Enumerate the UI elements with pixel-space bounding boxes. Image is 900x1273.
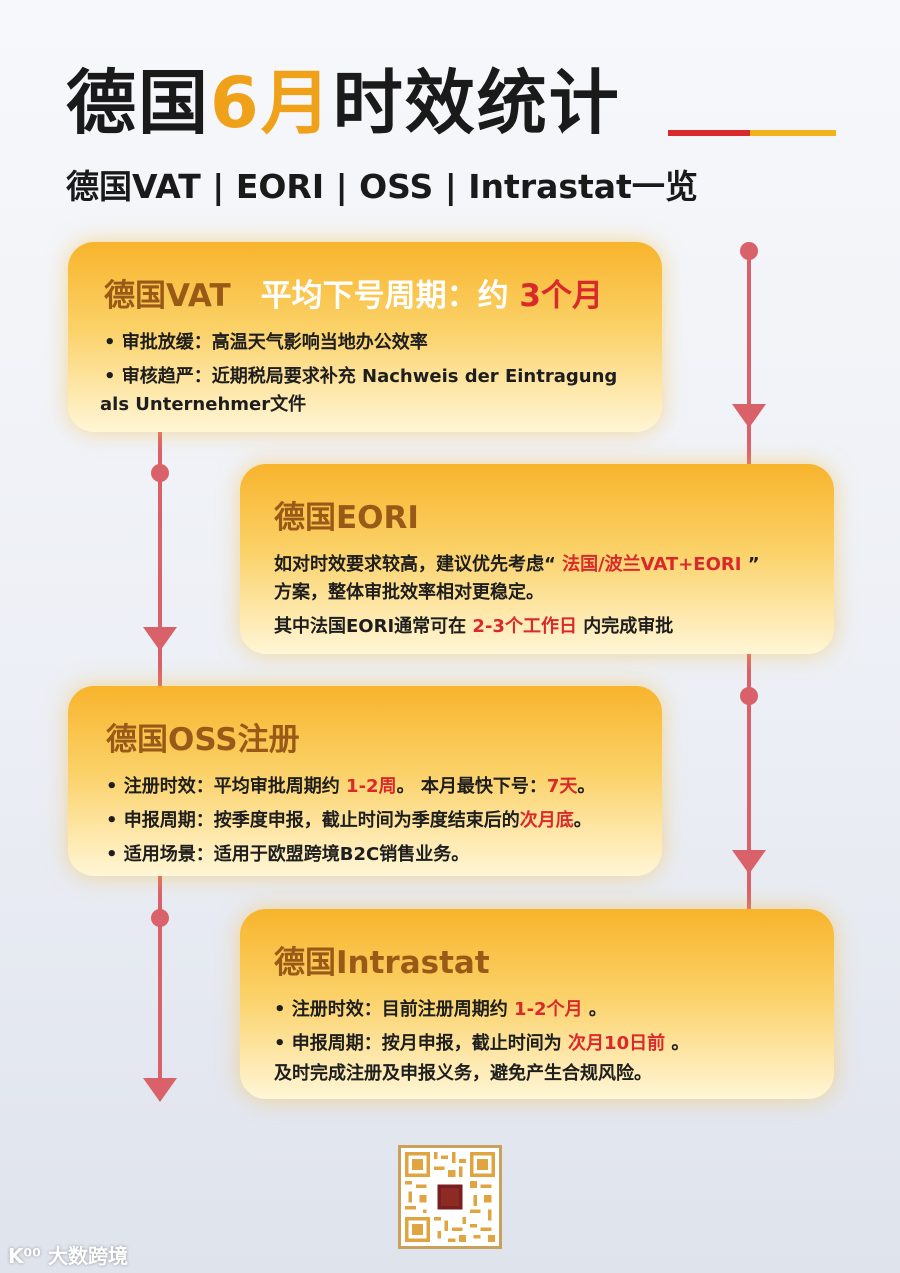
card-eori-line-1-text: 如对时效要求较高，建议优先考虑“ [274,554,563,575]
card-eori: 德国EORI 如对时效要求较高，建议优先考虑“ 法国/波兰VAT+EORI ” … [240,464,834,654]
timeline-left-segment-2 [158,872,162,1082]
title-part1: 德国 [66,62,210,144]
timeline-left-arrow-1 [143,627,177,651]
timeline-right-arrow-2 [732,850,766,874]
card-intrastat-line-1-highlight: 1-2个月 [514,999,583,1020]
card-oss-line-1: • 注册时效：平均审批周期约 1-2周。 本月最快下号：7天。 [106,773,624,801]
timeline-left-segment-1 [158,430,162,690]
card-intrastat-line-2-text: • 申报周期：按月申报，截止时间为 [274,1033,569,1054]
card-intrastat-line-2-highlight: 次月10日前 [568,1033,666,1054]
card-oss-line-1-text: • 注册时效：平均审批周期约 [106,776,347,797]
card-oss-line-1-mid: 。 本月最快下号： [396,776,547,797]
timeline-right-segment-2 [747,650,751,912]
timeline-right-segment-1 [747,250,751,465]
card-vat-line-1: • 审批放缓：高温天气影响当地办公效率 [104,332,428,353]
card-intrastat-title: 德国Intrastat [274,945,490,981]
card-vat-title-row: 德国VAT 平均下号周期：约 3个月 [104,270,626,315]
timeline-left-dot-2 [151,909,169,927]
card-oss-title: 德国OSS注册 [106,722,300,758]
timeline-left-dot-1 [151,464,169,482]
title-underline-yellow [750,130,836,136]
title-underline-red [668,130,750,136]
card-eori-line-1: 如对时效要求较高，建议优先考虑“ 法国/波兰VAT+EORI ” [274,551,800,579]
card-vat-title: 德国VAT [104,278,231,314]
card-vat-line-3: als Unternehmer文件 [100,394,307,415]
card-oss-line-2-highlight: 次月底 [519,810,574,831]
card-eori-line-3-text: 其中法国EORI通常可在 [274,616,473,637]
title-part2: 时效统计 [332,62,621,144]
watermark-logo: K⁰⁰ 大数跨境 [8,1244,128,1268]
card-intrastat-line-2: • 申报周期：按月申报，截止时间为 次月10日前 。 [274,1030,800,1058]
card-eori-line-3-end: 内完成审批 [576,616,674,637]
card-eori-line-2: 方案，整体审批效率相对更稳定。 [274,582,544,603]
timeline-right-arrow-1 [732,404,766,428]
card-intrastat-line-1-text: • 注册时效：目前注册周期约 [274,999,515,1020]
qr-code-pattern [405,1152,495,1242]
card-oss-line-3: • 适用场景：适用于欧盟跨境B2C销售业务。 [106,844,470,865]
card-intrastat-line-3: 及时完成注册及申报义务，避免产生合规风险。 [274,1063,652,1084]
card-eori-line-1-end: ” [741,554,760,575]
card-vat-period-label: 平均下号周期：约 [260,278,520,314]
title-highlight: 6月 [210,62,333,144]
card-oss-line-2-end: 。 [573,810,592,831]
card-oss: 德国OSS注册 • 注册时效：平均审批周期约 1-2周。 本月最快下号：7天。 … [68,686,662,876]
timeline-right-dot-2 [740,687,758,705]
card-eori-line-1-highlight: 法国/波兰VAT+EORI [562,554,742,575]
page-subtitle: 德国VAT | EORI | OSS | Intrastat一览 [66,167,698,206]
card-oss-line-1-highlight-2: 7天 [546,776,578,797]
card-oss-line-2-text: • 申报周期：按季度申报，截止时间为季度结束后的 [106,810,520,831]
timeline-right-dot-1 [740,242,758,260]
card-vat-line-2: • 审核趋严：近期税局要求补充 Nachweis der Eintragung [104,366,618,387]
card-eori-line-3: 其中法国EORI通常可在 2-3个工作日 内完成审批 [274,613,800,641]
card-oss-line-2: • 申报周期：按季度申报，截止时间为季度结束后的次月底。 [106,807,624,835]
timeline-left-arrow-2 [143,1078,177,1102]
card-intrastat-line-2-end: 。 [665,1033,690,1054]
card-oss-line-1-highlight: 1-2周 [346,776,397,797]
page-title: 德国6月时效统计 [66,58,621,148]
card-eori-line-3-highlight: 2-3个工作日 [472,616,577,637]
card-vat: 德国VAT 平均下号周期：约 3个月 • 审批放缓：高温天气影响当地办公效率 • … [68,242,662,432]
card-eori-title: 德国EORI [274,500,419,536]
card-intrastat-line-1: • 注册时效：目前注册周期约 1-2个月 。 [274,996,800,1024]
qr-code-image [398,1145,502,1249]
card-oss-line-1-end: 。 [577,776,596,797]
card-intrastat-line-1-end: 。 [582,999,607,1020]
card-vat-period-value: 3个月 [519,278,603,314]
card-intrastat: 德国Intrastat • 注册时效：目前注册周期约 1-2个月 。 • 申报周… [240,909,834,1099]
